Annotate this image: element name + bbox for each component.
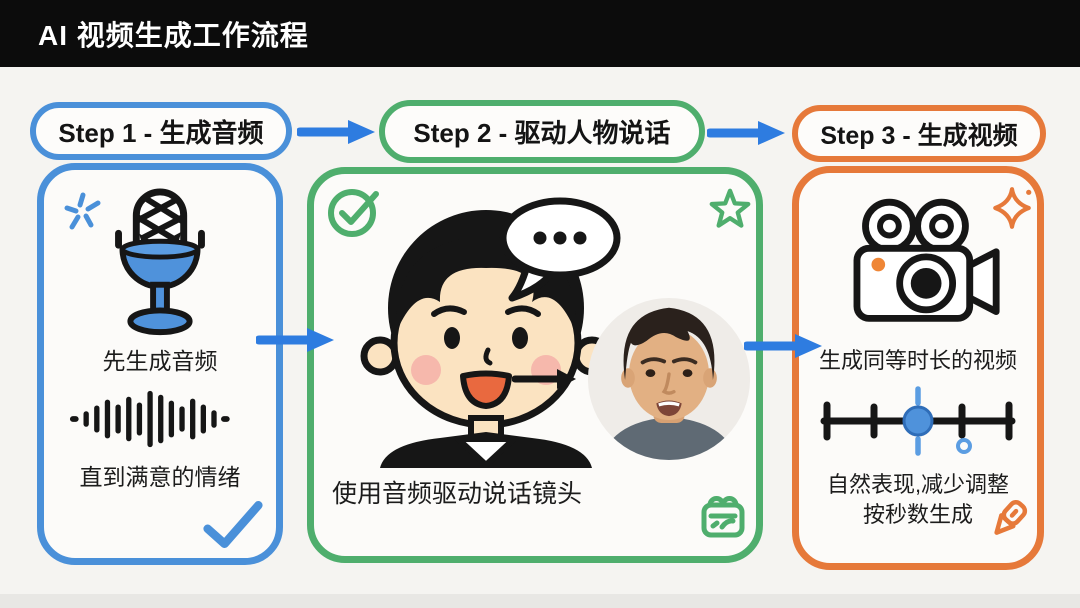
header-bar: AI 视频生成工作流程 [0, 0, 1080, 67]
step1-caption-top: 先生成音频 [102, 348, 218, 374]
arrow-step1-to-step2 [297, 118, 377, 146]
timeline-icon [818, 385, 1018, 457]
sparkle-4point-icon [989, 185, 1035, 231]
step1-label: Step 1 - 生成音频 [58, 117, 264, 148]
talking-head-photo [586, 296, 752, 462]
step1-pill: Step 1 - 生成音频 [30, 102, 292, 160]
waveform-icon [68, 388, 252, 450]
star-icon [706, 186, 754, 234]
sparkle-icon [60, 190, 104, 234]
page-title: AI 视频生成工作流程 [38, 19, 309, 51]
step3-caption-top: 生成同等时长的视频 [818, 348, 1017, 373]
speech-bubble [494, 196, 626, 306]
right-arrow-icon [512, 364, 578, 394]
arrow-box1-to-box2 [256, 326, 336, 354]
check-circle-icon [326, 182, 384, 240]
step2-label: Step 2 - 驱动人物说话 [413, 118, 671, 148]
step1-box: 先生成音频 [37, 163, 283, 565]
gift-icon [694, 486, 752, 544]
step1-caption-bottom: 直到满意的情绪 [79, 464, 241, 490]
microphone-icon [100, 184, 220, 342]
step2-caption: 使用音频驱动说话镜头 [332, 480, 583, 508]
step3-box: 生成同等时长的视频 自然表现,减少调整 按秒数生成 [792, 166, 1044, 570]
step3-pill: Step 3 - 生成视频 [792, 105, 1046, 162]
pen-icon [983, 495, 1033, 545]
step2-pill: Step 2 - 驱动人物说话 [379, 100, 705, 163]
arrow-box2-to-box3 [744, 332, 824, 360]
step3-caption-line1: 自然表现,减少调整 [826, 472, 1010, 497]
checkmark-icon [202, 500, 264, 550]
video-camera-icon [845, 195, 1003, 329]
footer-strip [0, 594, 1080, 608]
step2-box: 使用音频驱动说话镜头 [307, 167, 763, 563]
step3-label: Step 3 - 生成视频 [820, 121, 1018, 150]
step3-caption-line2: 按秒数生成 [862, 502, 973, 527]
arrow-step2-to-step3 [707, 119, 787, 147]
